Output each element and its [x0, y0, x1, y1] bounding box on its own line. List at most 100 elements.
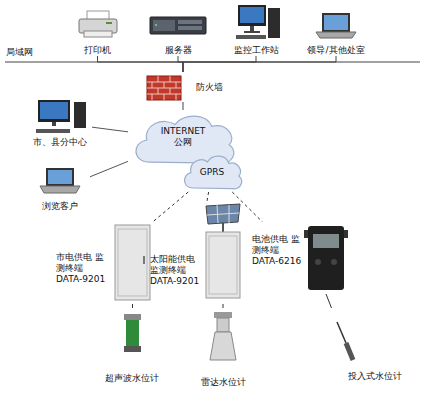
connector-line	[183, 56, 336, 72]
node-text: 浏览客户	[30, 201, 90, 212]
node-text: 投入式水位计	[332, 371, 402, 382]
battery-terminal	[313, 234, 339, 248]
pressure-probe	[337, 322, 346, 343]
node-text: INTERNET 公网	[155, 126, 211, 148]
workstation-icon	[236, 35, 266, 39]
node-text: 市电供电 监测终端 DATA-9201	[56, 252, 110, 285]
server-icon	[153, 20, 175, 31]
printer-icon	[84, 31, 112, 37]
connector-line	[223, 304, 224, 308]
radar-sensor	[217, 318, 229, 332]
mains-cabinet	[115, 225, 150, 300]
laptop-icon	[46, 168, 74, 186]
node-text: 防火墙	[183, 82, 223, 93]
server-icon	[178, 26, 202, 30]
sensor-box: 投入式水位计	[290, 308, 402, 382]
sensor-box: 雷达水位计	[190, 308, 256, 388]
device-box: 打印机	[70, 6, 125, 56]
workstation-icon	[236, 5, 280, 39]
firewall-icon	[152, 94, 153, 100]
connector-line	[152, 192, 188, 223]
firewall-icon	[170, 88, 171, 94]
server-icon	[150, 17, 206, 34]
connector-line	[90, 161, 128, 176]
firewall-icon	[147, 76, 181, 100]
desktop-icon	[52, 122, 56, 126]
mains-cabinet	[118, 229, 147, 296]
battery-terminal	[304, 226, 348, 290]
firewall-icon	[147, 76, 181, 100]
device-box: 浏览客户	[30, 166, 90, 212]
connector-line	[183, 56, 256, 72]
firewall-icon	[158, 88, 159, 94]
workstation-icon	[240, 7, 264, 23]
firewall-icon	[176, 82, 177, 88]
laptop-icon	[40, 168, 80, 193]
node-text: 监控工作站	[226, 45, 286, 56]
ultrasonic-sensor	[126, 320, 139, 346]
solar-cabinet	[206, 232, 240, 298]
pressure-probe	[346, 343, 353, 360]
firewall-icon	[164, 94, 165, 100]
firewall-icon	[176, 94, 177, 100]
firewall-icon	[170, 76, 171, 82]
mains-cabinet	[115, 225, 150, 300]
server-icon	[155, 24, 157, 26]
connector-line	[232, 192, 262, 222]
desktop-icon	[36, 129, 70, 133]
battery-terminal	[308, 226, 344, 290]
ultrasonic-sensor	[124, 314, 141, 320]
desktop-icon	[40, 102, 68, 119]
node-text: 服务器	[142, 45, 214, 56]
battery-terminal	[315, 259, 321, 265]
connector-line	[92, 127, 128, 132]
radar-sensor	[210, 312, 236, 360]
solar-cabinet	[206, 204, 240, 298]
connector-line	[183, 102, 184, 110]
solar-cabinet	[206, 204, 240, 224]
terminal-box: 太阳能供电 监测终端 DATA-9201	[150, 204, 246, 304]
terminal-box: 市电供电 监测终端 DATA-9201	[56, 222, 152, 304]
connector-line	[207, 192, 209, 204]
workstation-icon	[244, 31, 260, 33]
node-text: 电池供电 监测终端 DATA-6216	[252, 234, 306, 267]
node-text: 打印机	[70, 45, 125, 56]
ultrasonic-sensor	[124, 346, 141, 352]
firewall-box: 防火墙	[143, 72, 223, 102]
firewall-icon	[158, 76, 159, 82]
solar-cabinet	[209, 236, 237, 294]
connector-line	[132, 304, 133, 308]
node-text: 市、县分中心	[28, 137, 92, 148]
node-text: 超声波水位计	[94, 373, 170, 384]
pressure-probe	[337, 322, 353, 360]
connector-line	[98, 56, 184, 72]
sensor-box: 超声波水位计	[94, 308, 170, 384]
desktop-icon	[74, 102, 86, 128]
printer-icon	[79, 11, 117, 37]
node-text: GPRS	[180, 167, 244, 178]
connector-line	[326, 294, 331, 308]
firewall-icon	[152, 82, 153, 88]
laptop-icon	[316, 13, 356, 38]
workstation-icon	[268, 8, 280, 38]
radar-sensor	[214, 312, 232, 318]
printer-icon	[106, 22, 112, 24]
connector-line	[178, 56, 183, 72]
desktop-icon	[38, 100, 70, 122]
node-text: 领导/其他处室	[296, 45, 376, 56]
network-cloud: GPRS	[180, 152, 244, 192]
laptop-icon	[324, 15, 348, 30]
desktop-icon	[36, 100, 86, 133]
battery-terminal	[344, 230, 348, 238]
node-text: 雷达水位计	[190, 377, 256, 388]
server-icon	[150, 17, 206, 34]
terminal-box: 电池供电 监测终端 DATA-6216	[252, 222, 346, 294]
ultrasonic-sensor	[124, 314, 141, 352]
solar-cabinet	[207, 213, 239, 215]
laptop-icon	[322, 13, 350, 32]
node-text: 太阳能供电 监测终端 DATA-9201	[150, 254, 204, 287]
device-box: 监控工作站	[226, 2, 286, 56]
